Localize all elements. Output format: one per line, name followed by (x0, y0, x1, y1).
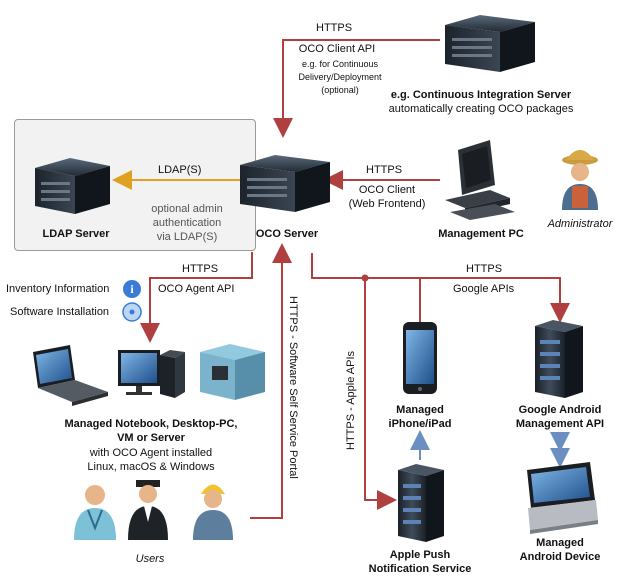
ci-note-1: e.g. for Continuous (301, 59, 379, 69)
managed-title-1: Managed Notebook, Desktop-PC, (64, 418, 238, 430)
ldap-protocol-label: LDAP(S) (158, 164, 202, 176)
management-pc-icon (445, 140, 515, 220)
svg-text:i: i (130, 282, 134, 296)
android-device-icon (527, 462, 598, 534)
ldap-opt-3: via LDAP(S) (156, 231, 218, 243)
apple-push-label-2: Notification Service (368, 563, 472, 575)
administrator-label: Administrator (547, 218, 613, 230)
apple-connector (364, 278, 397, 510)
ldap-opt-2: authentication (152, 217, 222, 229)
inventory-label: Inventory Information (6, 283, 110, 295)
doctor-user-icon (74, 485, 116, 540)
oco-server-icon (240, 155, 330, 212)
android-label-1: Managed (536, 537, 584, 549)
apple-push-server-icon (398, 464, 444, 542)
apple-push-label-1: Apple Push (389, 549, 451, 561)
ldap-server-title: LDAP Server (42, 228, 110, 240)
management-pc-title: Management PC (438, 228, 524, 240)
ci-https-label: HTTPS (316, 22, 353, 34)
agent-connector (140, 252, 253, 343)
mgmt-client-label-2: (Web Frontend) (348, 198, 426, 210)
agent-https-label: HTTPS (182, 263, 219, 275)
ci-server-title: e.g. Continuous Integration Server (390, 89, 572, 101)
ci-note-3: (optional) (321, 85, 359, 95)
google-api-label-2: Management API (515, 418, 605, 430)
managed-sub-2: Linux, macOS & Windows (87, 461, 215, 473)
desktop-pc-icon (118, 350, 185, 398)
worker-user-icon (193, 484, 233, 540)
google-api-server-icon (535, 320, 583, 398)
self-service-connector (250, 243, 292, 519)
managed-title-2: VM or Server (117, 432, 185, 444)
ci-connector (273, 39, 440, 138)
pilot-user-icon (128, 480, 168, 540)
google-https-label: HTTPS (466, 263, 503, 275)
info-icon: i (123, 280, 141, 298)
administrator-icon (562, 150, 598, 210)
self-service-label: HTTPS - Software Self Service Portal (287, 296, 299, 479)
users-label: Users (135, 553, 165, 565)
vm-server-icon (200, 344, 265, 400)
managed-sub-1: with OCO Agent installed (89, 447, 213, 459)
mgmt-client-label-1: OCO Client (358, 184, 416, 196)
notebook-icon (33, 345, 108, 406)
ci-server-subtitle: automatically creating OCO packages (388, 103, 574, 115)
iphone-label-2: iPhone/iPad (388, 418, 452, 430)
cd-icon (122, 302, 142, 322)
google-apis-label: Google APIs (453, 283, 515, 295)
ci-note-2: Delivery/Deployment (298, 72, 382, 82)
ldap-server-icon (35, 158, 110, 214)
software-installation-label: Software Installation (10, 306, 110, 318)
iphone-icon (403, 322, 437, 394)
agent-api-label: OCO Agent API (158, 283, 235, 295)
ci-server-icon (445, 15, 535, 72)
google-connector (311, 253, 570, 323)
junction-dot (361, 274, 369, 282)
android-label-2: Android Device (519, 551, 601, 563)
client-api-label: OCO Client API (298, 43, 376, 55)
apple-apis-label: HTTPS - Apple APIs (345, 350, 357, 450)
google-api-label-1: Google Android (518, 404, 602, 416)
iphone-label-1: Managed (396, 404, 444, 416)
oco-server-title: OCO Server (255, 228, 319, 240)
ldap-opt-1: optional admin (151, 203, 223, 215)
mgmt-https-label: HTTPS (366, 164, 403, 176)
